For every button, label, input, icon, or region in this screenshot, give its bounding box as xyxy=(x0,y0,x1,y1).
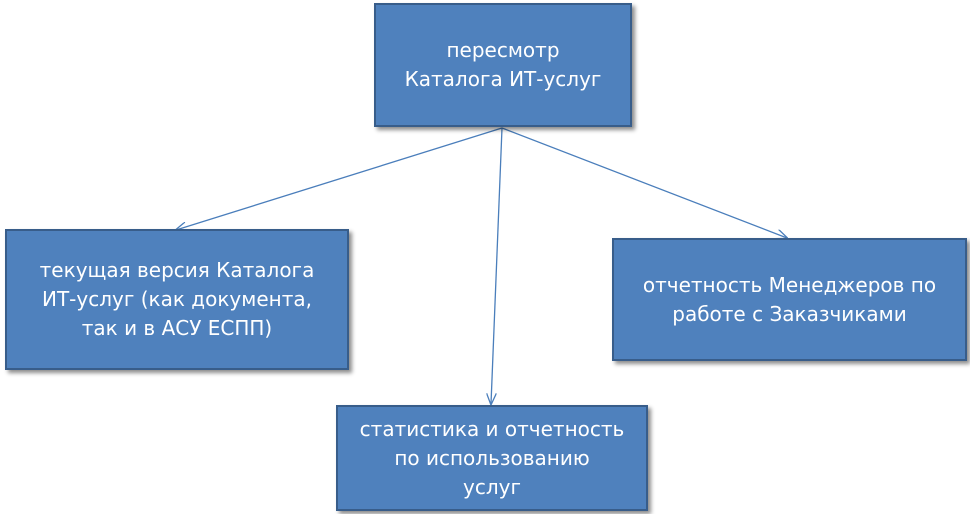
node-manager-reporting: отчетность Менеджеров по работе с Заказч… xyxy=(612,238,967,361)
node-catalog-review-label: пересмотр Каталога ИТ-услуг xyxy=(404,38,602,91)
node-usage-statistics-label: статистика и отчетность по использованию… xyxy=(359,416,625,499)
arrow-root-to-bottom xyxy=(491,127,503,404)
node-usage-statistics: статистика и отчетность по использованию… xyxy=(336,405,648,511)
node-current-catalog-version-label: текущая версия Каталога ИТ-услуг (как до… xyxy=(39,258,315,340)
arrow-root-to-right xyxy=(501,127,787,238)
node-current-catalog-version: текущая версия Каталога ИТ-услуг (как до… xyxy=(5,229,349,370)
node-catalog-review: пересмотр Каталога ИТ-услуг xyxy=(374,3,632,127)
arrow-root-to-left xyxy=(176,127,503,230)
node-manager-reporting-label: отчетность Менеджеров по работе с Заказч… xyxy=(642,272,937,326)
